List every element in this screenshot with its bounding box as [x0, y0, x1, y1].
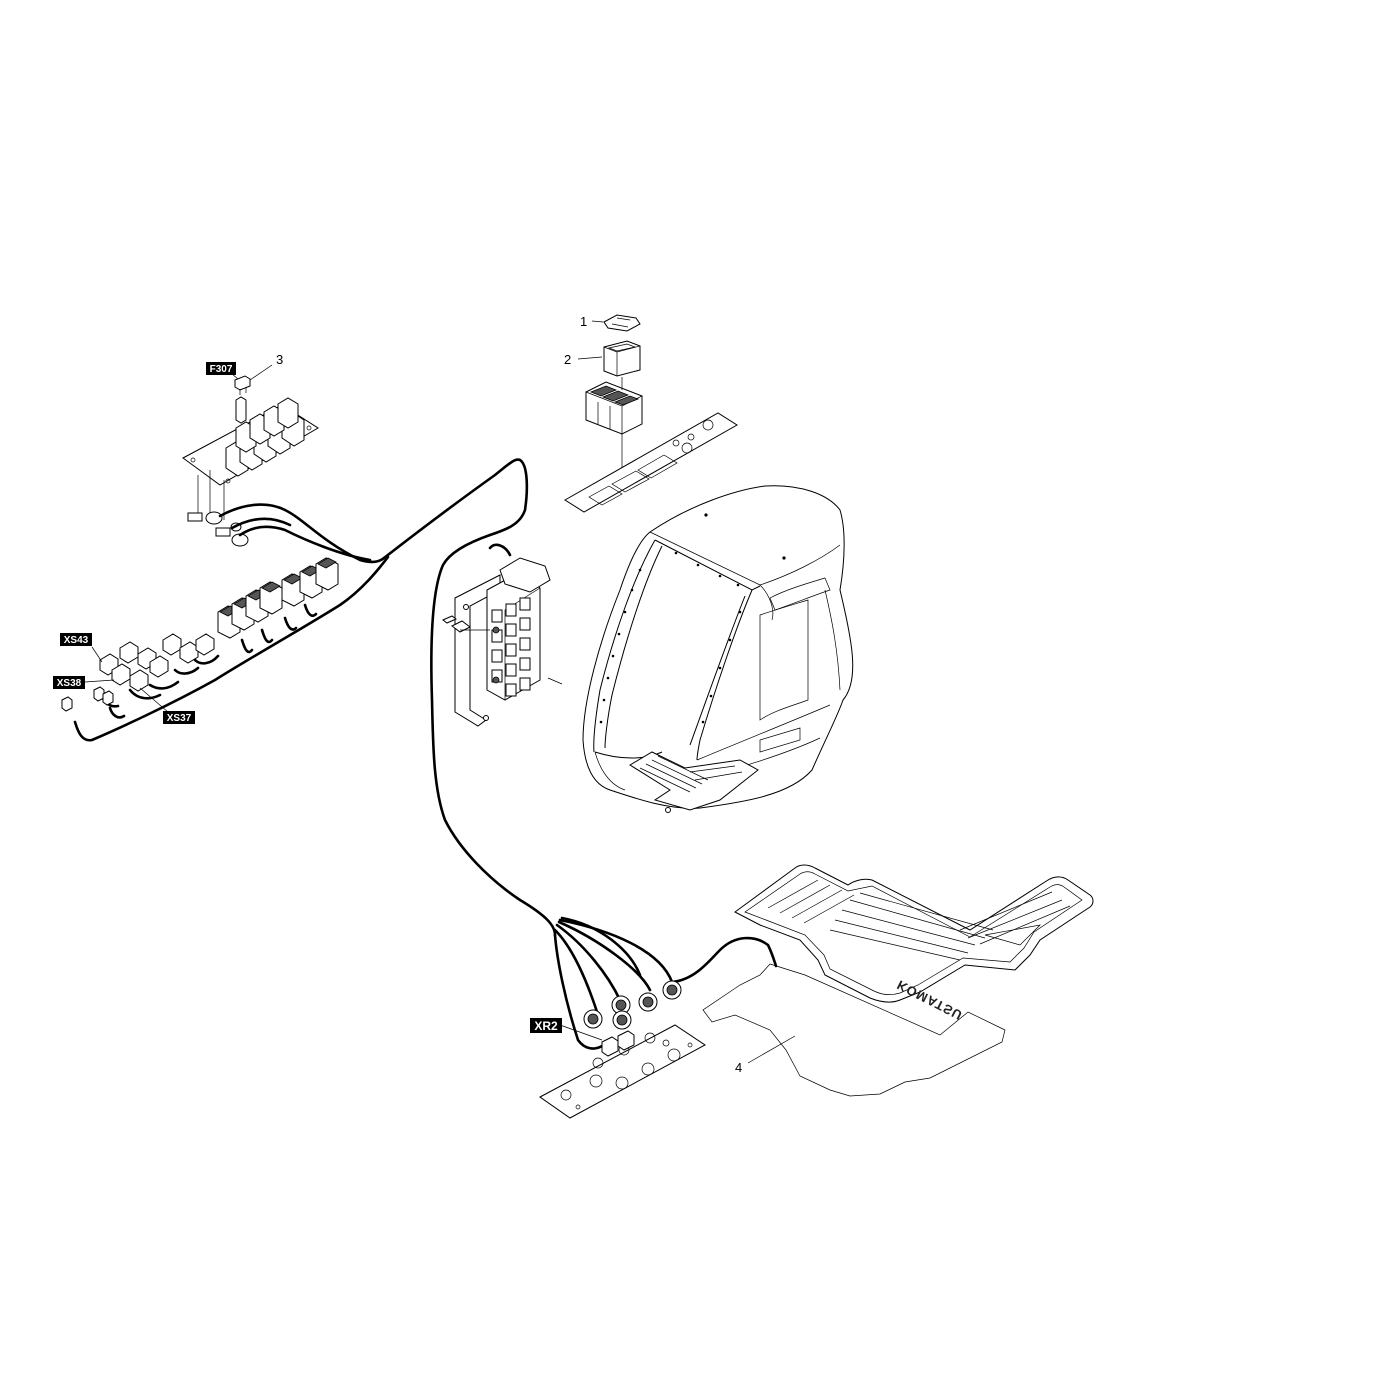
- tag-xr2: XR2: [530, 1018, 562, 1033]
- switch-body: [603, 340, 641, 377]
- fuse-f307: [234, 375, 251, 395]
- tag-f307-label: F307: [210, 364, 233, 375]
- triple-switch-block: [585, 381, 643, 435]
- connector-bracket: [442, 543, 563, 727]
- connector-grid: [491, 597, 531, 697]
- ground-terminals: [187, 511, 249, 547]
- tag-xs43-label: XS43: [64, 635, 89, 646]
- relay-strip: [217, 557, 339, 639]
- tag-f307: F307: [206, 362, 236, 375]
- small-connectors: [61, 633, 215, 712]
- tag-xs38-label: XS38: [57, 678, 82, 689]
- bulkhead-plate: [539, 980, 706, 1119]
- left-connectors: [61, 557, 339, 713]
- mat-grooves: [767, 879, 1071, 961]
- switch-cap: [603, 314, 641, 332]
- relay-cluster: [225, 396, 305, 477]
- callout-4: 4: [735, 1060, 742, 1075]
- frame-rivets: [599, 513, 786, 724]
- switch-assembly: [564, 314, 738, 513]
- tag-xr2-label: XR2: [534, 1019, 558, 1033]
- tag-xs37: XS37: [163, 711, 195, 724]
- tag-xs43: XS43: [60, 633, 92, 646]
- main-harness: [73, 458, 778, 1050]
- relay-board: [182, 364, 386, 564]
- tag-xs38: XS38: [53, 676, 85, 689]
- cab-floor-mat: [629, 751, 759, 811]
- callout-2: 2: [564, 352, 571, 367]
- tag-xs37-label: XS37: [167, 713, 192, 724]
- callout-1: 1: [580, 314, 587, 329]
- operator-cab: [582, 485, 854, 813]
- switch-panel-plate: [564, 412, 738, 513]
- callout-3: 3: [276, 352, 283, 367]
- mat-underlay-sheet: [702, 963, 1006, 1097]
- floor-mat: KOMATSU: [702, 864, 1094, 1097]
- round-connectors: [583, 980, 682, 1030]
